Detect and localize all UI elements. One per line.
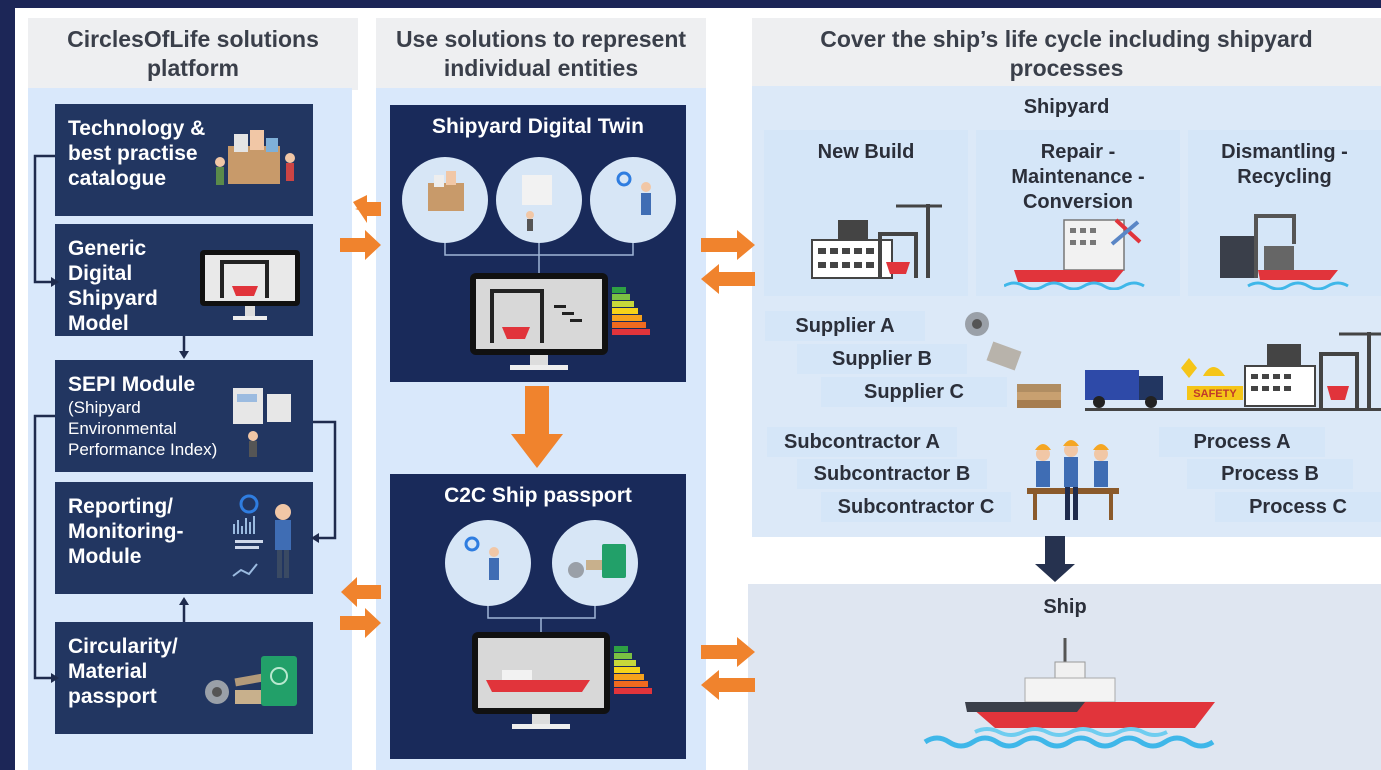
process-b: Process B	[1187, 459, 1353, 489]
twin-to-passport-arrow	[511, 386, 563, 468]
passport-reporting-circle	[445, 520, 531, 606]
subcontractor-c: Subcontractor C	[821, 492, 1011, 522]
sepi-label: SEPI Module	[68, 373, 196, 396]
supplier-c: Supplier C	[821, 377, 1007, 407]
catalogue-icon	[215, 130, 295, 185]
passport-graphics	[464, 536, 652, 729]
dismantling-icon	[1220, 214, 1349, 290]
shipyard-digital-twin-box: Shipyard Digital Twin	[390, 105, 686, 382]
shipyard-model-icon	[200, 250, 300, 320]
passport-title: C2C Ship passport	[444, 484, 632, 507]
phase-new-build-label: New Build	[817, 141, 915, 163]
repair-icon	[1004, 218, 1145, 290]
twin-graphics	[428, 171, 651, 370]
whiteboard-icon	[233, 388, 291, 457]
material-passport-icon	[205, 656, 297, 706]
platform-item-sepi: SEPI Module (Shipyard Environmental Perf…	[55, 360, 313, 472]
platform-heading: CirclesOfLife solutions platform	[28, 18, 358, 90]
process-c: Process C	[1215, 492, 1381, 522]
reporting-circle	[590, 157, 676, 243]
ship-icon	[923, 638, 1215, 749]
phase-dismantling-label: Dismantling - Recycling	[1221, 141, 1348, 188]
phase-repair: Repair - Maintenance - Conversion	[976, 130, 1180, 296]
supplier-a: Supplier A	[765, 311, 925, 341]
platform-item-reporting: Reporting/ Monitoring-Module	[55, 482, 313, 594]
phase-new-build: New Build	[764, 130, 968, 296]
supplier-b: Supplier B	[797, 344, 967, 374]
phase-dismantling: Dismantling - Recycling	[1188, 130, 1381, 296]
lifecycle-heading: Cover the ship’s life cycle including sh…	[752, 18, 1381, 90]
subcontractor-b: Subcontractor B	[797, 459, 987, 489]
new-build-icon	[811, 204, 942, 279]
platform-connectors	[33, 154, 337, 683]
reporting-icon	[232, 494, 291, 578]
subcontractor-a: Subcontractor A	[767, 427, 957, 457]
supply-chain-illustration: SAFETY	[965, 312, 1381, 411]
entities-heading: Use solutions to represent individual en…	[376, 18, 706, 90]
ship-title: Ship	[1043, 596, 1087, 618]
shipyard-to-ship-arrow	[1035, 536, 1075, 582]
sepi-sublabel: (Shipyard Environmental Performance Inde…	[68, 398, 218, 459]
platform-item-catalogue: Technology & best practise catalogue	[55, 104, 313, 216]
twin-title: Shipyard Digital Twin	[432, 115, 644, 138]
phase-repair-label: Repair - Maintenance - Conversion	[1011, 141, 1145, 213]
platform-item-circularity: Circularity/ Material passport	[55, 622, 313, 734]
safety-sign: SAFETY	[1193, 388, 1237, 400]
c2c-ship-passport-box: C2C Ship passport	[390, 474, 686, 759]
process-a: Process A	[1159, 427, 1325, 457]
platform-item-digital-shipyard: Generic Digital Shipyard Model	[55, 224, 313, 336]
workers-icon	[1027, 440, 1119, 520]
diagram-frame: CirclesOfLife solutions platform Use sol…	[15, 8, 1381, 770]
orange-arrows	[340, 195, 1075, 700]
shipyard-title: Shipyard	[1023, 96, 1110, 118]
